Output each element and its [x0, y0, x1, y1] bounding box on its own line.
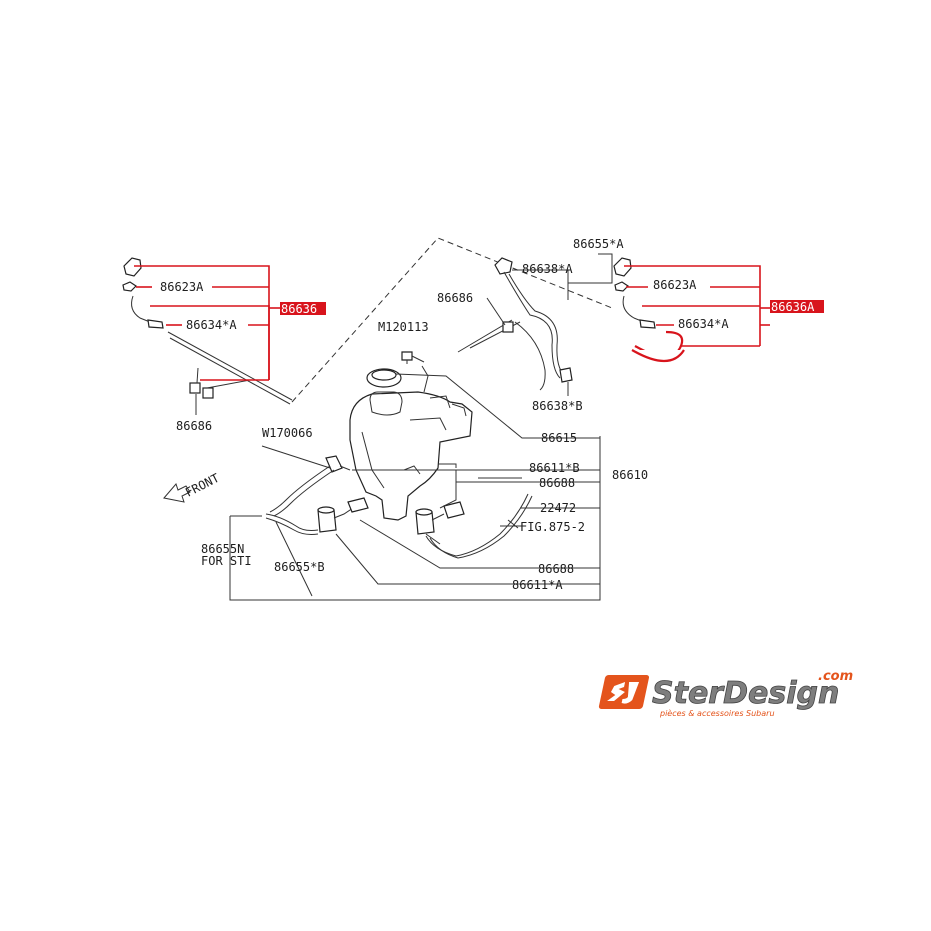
center-hose-clip: [502, 321, 514, 333]
highlight-86636a: [770, 300, 824, 313]
front-direction-indicator: FRONT: [163, 471, 222, 503]
label-86623a-left: 86623A: [160, 280, 204, 294]
logo-brand-text: SterDesign: [652, 676, 839, 711]
sterdesign-logo: SterDesign .com pièces & accessoires Sub…: [598, 669, 853, 718]
label-86655b: 86655*B: [274, 560, 325, 574]
left-nozzle-cap: [123, 257, 142, 277]
label-86610: 86610: [612, 468, 648, 482]
label-86634a-left: 86634*A: [186, 318, 237, 332]
label-86638a: 86638*A: [522, 262, 573, 276]
label-86655n: 86655N: [201, 542, 244, 556]
pump-right-seal: [443, 501, 465, 519]
bolt-m120113: [401, 351, 413, 361]
label-86688-bot: 86688: [538, 562, 574, 576]
center-connector: [494, 257, 513, 275]
center-hose-routing: [457, 253, 613, 396]
label-w170066: W170066: [262, 426, 313, 440]
left-nozzle-gasket: [122, 281, 137, 292]
pumps-and-hoses: [229, 436, 601, 601]
label-fig875: FIG.875-2: [520, 520, 585, 534]
left-check-valve: [147, 319, 164, 329]
left-nozzle-assembly: [122, 257, 293, 415]
right-nozzle-assembly: [613, 257, 772, 363]
label-86688-top: 86688: [539, 476, 575, 490]
label-86634a-right: 86634*A: [678, 317, 729, 331]
center-connector-b: [559, 367, 573, 383]
label-86623a-right: 86623A: [653, 278, 697, 292]
label-86611b: 86611*B: [529, 461, 580, 475]
left-hose-clip-2: [202, 387, 214, 399]
label-front: FRONT: [183, 471, 222, 500]
front-arrow-icon: [163, 483, 191, 503]
right-check-valve: [639, 319, 656, 329]
highlight-86636: [280, 302, 326, 315]
label-m120113: M120113: [378, 320, 429, 334]
grommet-w170066: [325, 455, 343, 473]
label-86686-mid: 86686: [437, 291, 473, 305]
left-hose-clip-1: [189, 382, 201, 394]
washer-reservoir: [349, 351, 600, 521]
label-86638b: 86638*B: [532, 399, 583, 413]
label-86615: 86615: [541, 431, 577, 445]
pump-left-seal: [347, 497, 369, 513]
right-nozzle-cap: [613, 257, 632, 277]
logo-tld: .com: [818, 669, 853, 684]
label-86655a-top: 86655*A: [573, 237, 624, 251]
label-86611a: 86611*A: [512, 578, 563, 592]
label-for-sti: FOR STI: [201, 554, 252, 568]
logo-tagline: pièces & accessoires Subaru: [659, 708, 775, 718]
label-86636a-right: 86636A: [771, 300, 815, 314]
label-86636-left: 86636: [281, 302, 317, 316]
label-86686-left: 86686: [176, 419, 212, 433]
right-nozzle-gasket: [614, 281, 629, 292]
label-22472: 22472: [540, 501, 576, 515]
reservoir-tank: [349, 391, 473, 521]
routing-dashed-line: [291, 237, 613, 403]
